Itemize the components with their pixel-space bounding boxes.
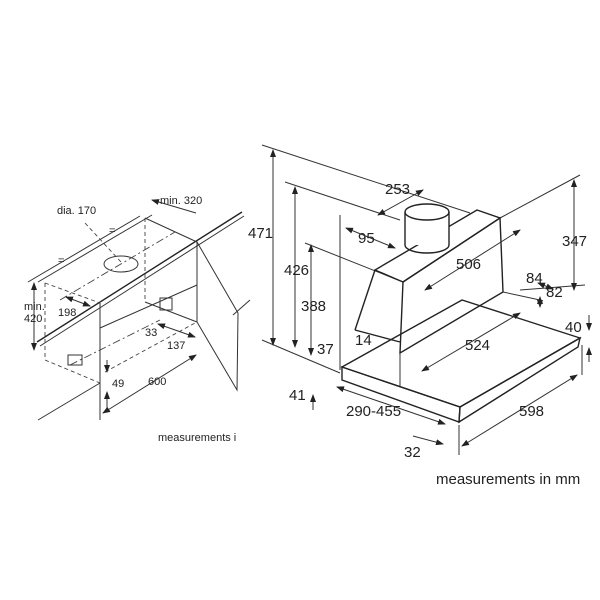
tray-side: [458, 336, 582, 424]
label-198: 198: [58, 307, 76, 319]
label-420: 420: [24, 313, 42, 325]
dim-600: [102, 354, 197, 414]
label-506: 506: [456, 256, 481, 273]
label-253: 253: [385, 181, 410, 198]
bracket: [67, 354, 83, 366]
label-40: 40: [565, 319, 582, 336]
rear-panel-edge: [99, 284, 198, 329]
cabinet-top-side: [144, 217, 198, 243]
duct-hole: [103, 255, 139, 273]
door-line: [232, 299, 251, 316]
dim-253: [377, 189, 424, 216]
dim-84: [537, 282, 554, 290]
ext-line: [284, 181, 401, 221]
dim-95: [345, 227, 396, 249]
socket: [159, 297, 173, 311]
caption-left: measurements i: [158, 432, 236, 444]
dim-32: [412, 435, 444, 446]
hood-outline: [69, 319, 161, 366]
label-82: 82: [546, 284, 563, 301]
dim-598: [461, 374, 578, 447]
wall-line: [37, 382, 101, 421]
hidden-edge: [44, 359, 101, 384]
hood-side-bottom: [354, 329, 401, 343]
cabinet-bottom-edge-inner: [39, 215, 245, 347]
label-347: 347: [562, 233, 587, 250]
label-426: 426: [284, 262, 309, 279]
dim-290-455: [336, 386, 446, 425]
dim-524: [421, 312, 521, 372]
label-471: 471: [248, 225, 273, 242]
label-41: 41: [289, 387, 306, 404]
label-37: 37: [317, 341, 334, 358]
extractor-tray: [340, 299, 582, 408]
dim-198: [65, 296, 91, 307]
label-33: 33: [145, 327, 157, 339]
label-14: 14: [355, 332, 372, 349]
label-95: 95: [358, 230, 375, 247]
label-598: 598: [519, 403, 544, 420]
duct-collar-body: [405, 212, 449, 245]
label-min-320: min. 320: [160, 195, 202, 207]
caption-right: measurements in mm: [436, 471, 580, 488]
label-equal: =: [109, 225, 115, 237]
open-door: [196, 240, 239, 392]
label-49: 49: [112, 378, 124, 390]
label-137: 137: [167, 340, 185, 352]
dim-min320: [151, 199, 197, 214]
label-600: 600: [148, 376, 166, 388]
dim-137: [157, 323, 196, 338]
label-dia-170: dia. 170: [57, 205, 96, 217]
floor-edge: [144, 301, 198, 323]
label-equal: =: [58, 255, 64, 267]
label-388: 388: [301, 298, 326, 315]
hood-side-edge: [354, 269, 376, 331]
label-290-455: 290-455: [346, 403, 401, 420]
label-524: 524: [465, 337, 490, 354]
ext-line: [261, 144, 471, 214]
dim-equal: [27, 215, 141, 283]
hood-dimension-drawing: 471 426 388 253 95 506 347 84 82 40 14 3…: [248, 144, 592, 488]
hidden-edge: [44, 282, 101, 304]
ext-line: [499, 174, 581, 219]
label-32: 32: [404, 444, 421, 461]
cabinet-installation-drawing: dia. 170 min. 320 = = min. 420 198 33 13…: [24, 195, 251, 444]
dim-506: [424, 229, 521, 291]
dia-leader: [84, 222, 122, 263]
cabinet-bottom-edge: [36, 211, 243, 343]
centre-line: [59, 231, 176, 301]
wall-top-line: [37, 214, 153, 283]
label-min: min.: [24, 301, 45, 313]
label-84: 84: [526, 270, 543, 287]
hood-edge: [502, 291, 541, 301]
